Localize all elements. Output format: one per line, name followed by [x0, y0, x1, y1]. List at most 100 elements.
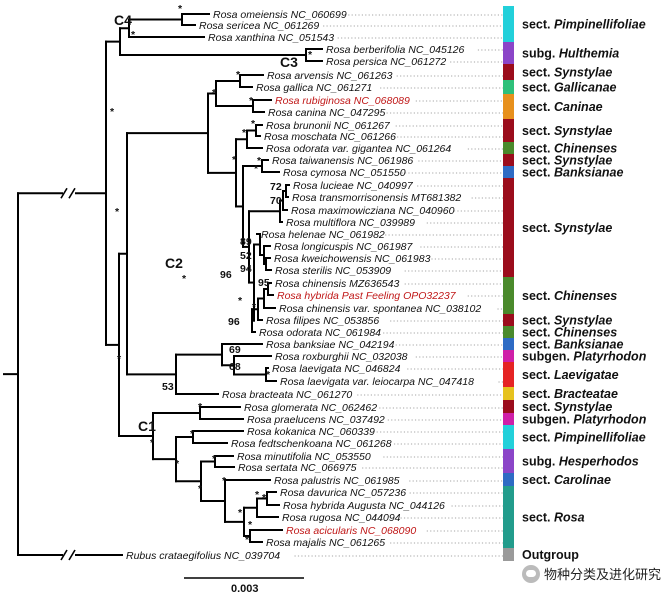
section-rank: sect. [522, 400, 554, 414]
scale-bar: 0.003 [184, 577, 304, 595]
support-value: 69 [229, 344, 241, 356]
section-name: Synstylae [554, 66, 612, 80]
section-rank: sect. [522, 142, 554, 156]
section-rank: subg. [522, 47, 559, 61]
section-name: Bracteatae [554, 387, 618, 401]
section-name: Laevigatae [554, 368, 619, 382]
support-value: 96 [220, 269, 232, 281]
section-rank: sect. [522, 314, 554, 328]
taxon-label: Rosa odorata NC_061984 [259, 327, 381, 339]
section-label: sect. Synstylae [522, 221, 612, 235]
section-label: sect. Chinenses [522, 289, 617, 303]
branch-break-mark [60, 187, 68, 199]
taxon-label: Rosa palustris NC_061985 [274, 475, 400, 487]
section-color-bar [503, 486, 514, 548]
section-rank: sect. [522, 221, 554, 235]
wechat-icon [521, 564, 540, 583]
section-name: Chinenses [554, 326, 617, 340]
support-value: * [115, 206, 120, 218]
section-color-bar [503, 362, 514, 387]
section-name: Outgroup [522, 548, 579, 562]
section-label: sect. Synstylae [522, 154, 612, 168]
taxon-label: Rosa davurica NC_057236 [280, 487, 406, 499]
taxon-label: Rosa odorata var. gigantea NC_061264 [266, 143, 451, 155]
section-rank: subgen. [522, 350, 573, 364]
support-value: * [238, 295, 243, 307]
section-label: sect. Banksianae [522, 338, 623, 352]
taxon-label: Rosa brunonii NC_061267 [266, 120, 391, 132]
taxon-label: Rosa acicularis NC_068090 [286, 525, 416, 537]
taxon-label: Rosa xanthina NC_051543 [208, 32, 334, 44]
section-label: sect. Bracteatae [522, 387, 618, 401]
support-value: * [182, 273, 187, 285]
section-rank: sect. [522, 124, 554, 138]
support-value: * [266, 369, 271, 381]
taxon-label: Rosa glomerata NC_062462 [244, 402, 377, 414]
section-color-bar [503, 6, 514, 42]
section-name: Hulthemia [559, 47, 619, 61]
taxon-label: Rosa kokanica NC_060339 [247, 426, 375, 438]
support-value: 52 [240, 250, 252, 262]
section-color-bar [503, 42, 514, 64]
section-rank: subg. [522, 455, 559, 469]
section-label: subg. Hesperhodos [522, 455, 639, 469]
section-color-bar [503, 548, 514, 561]
section-color-bar [503, 119, 514, 142]
section-label: sect. Laevigatae [522, 368, 619, 382]
section-name: Pimpinellifoliae [554, 431, 646, 445]
section-color-bar [503, 154, 514, 166]
taxon-label: Rosa laevigata var. leiocarpa NC_047418 [280, 376, 474, 388]
taxon-label: Rosa hybrida Past Feeling OPO32237 [277, 290, 457, 302]
support-value: * [238, 507, 243, 519]
taxon-label: Rosa rubiginosa NC_068089 [275, 95, 410, 107]
section-name: Gallicanae [554, 81, 617, 95]
support-value: * [262, 492, 267, 504]
taxon-label: Rosa filipes NC_053856 [266, 315, 379, 327]
section-name: Platyrhodon [573, 413, 646, 427]
support-values: *************7270895294959696***6968*53*… [110, 3, 313, 546]
section-rank: sect. [522, 368, 554, 382]
section-label: sect. Synstylae [522, 314, 612, 328]
node-label-c2: C2 [165, 255, 183, 271]
section-name: Chinenses [554, 142, 617, 156]
support-value: * [110, 106, 115, 118]
scale-bar-label: 0.003 [231, 583, 259, 595]
section-color-bar [503, 142, 514, 154]
support-value: * [248, 519, 253, 531]
section-label: sect. Carolinae [522, 473, 611, 487]
taxon-label: Rosa kweichowensis NC_061983 [274, 253, 431, 265]
section-color-bar [503, 178, 514, 277]
taxon-label: Rosa longicuspis NC_061987 [274, 241, 413, 253]
section-rank: sect. [522, 166, 554, 180]
taxon-label: Rosa multiflora NC_039989 [286, 217, 415, 229]
taxon-label: Rosa chinensis MZ636543 [275, 278, 399, 290]
taxon-label: Rosa cymosa NC_051550 [283, 167, 406, 179]
section-color-bar [503, 338, 514, 350]
section-rank: sect. [522, 431, 554, 445]
taxon-label: Rosa sterilis NC_053909 [275, 265, 391, 277]
support-value: * [150, 437, 155, 449]
support-value: 96 [228, 316, 240, 328]
section-rank: sect. [522, 387, 554, 401]
section-label: sect. Caninae [522, 100, 603, 114]
taxon-label: Rosa praelucens NC_037492 [247, 414, 385, 426]
taxon-label: Rosa minutifolia NC_053550 [237, 451, 371, 463]
support-value: * [222, 475, 227, 487]
section-rank: sect. [522, 154, 554, 168]
section-name: Carolinae [554, 473, 611, 487]
section-color-bar [503, 277, 514, 314]
support-value: * [242, 127, 247, 139]
section-rank: subgen. [522, 413, 573, 427]
support-value: * [308, 49, 313, 61]
section-name: Pimpinellifoliae [554, 18, 646, 32]
taxon-label: Rosa hybrida Augusta NC_044126 [283, 500, 445, 512]
support-value: * [257, 155, 262, 167]
taxon-label: Rosa fedtschenkoana NC_061268 [231, 438, 392, 450]
taxon-label: Rosa roxburghii NC_032038 [275, 351, 408, 363]
support-value: * [255, 489, 260, 501]
support-value: * [198, 483, 203, 495]
section-label: sect. Chinenses [522, 326, 617, 340]
section-label: Outgroup [522, 548, 579, 562]
taxon-label: Rosa chinensis var. spontanea NC_038102 [279, 303, 481, 315]
watermark: 物种分类及进化研究 [521, 564, 661, 583]
